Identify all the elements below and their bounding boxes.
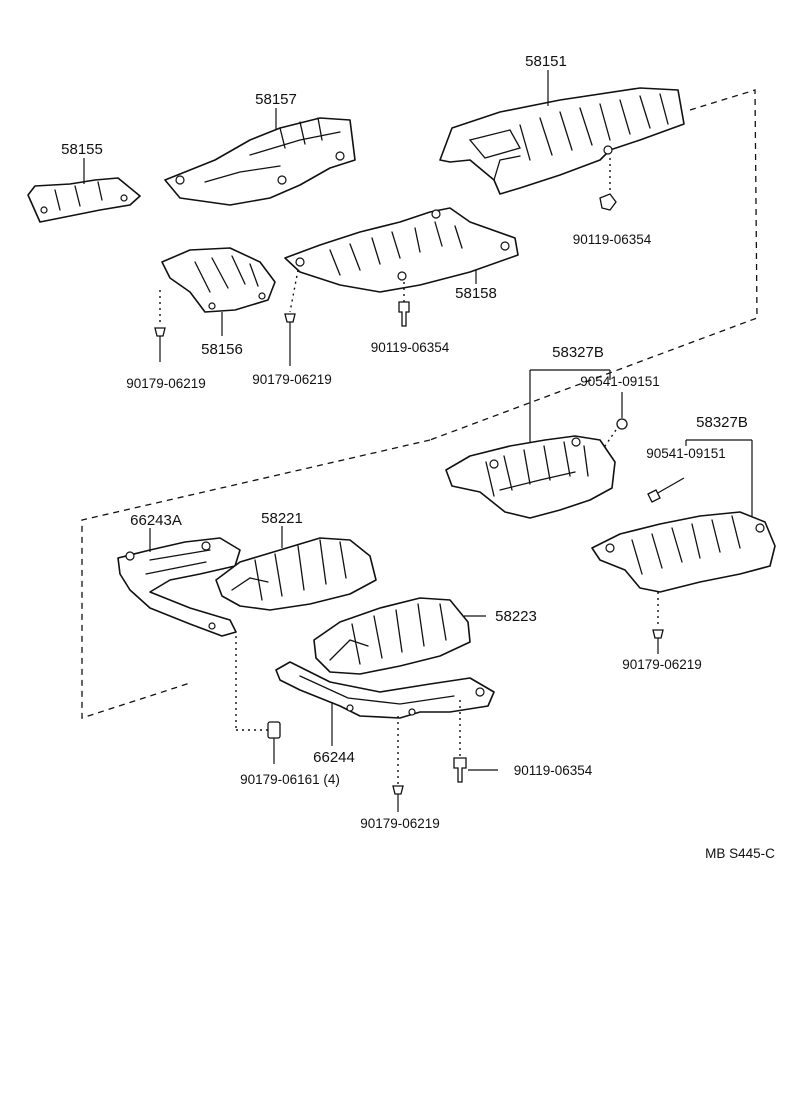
label-58327B-lower: 58327B	[696, 414, 748, 431]
bolt-90119-06354-bottom[interactable]	[453, 757, 467, 783]
label-90179-06219-left: 90179-06219	[126, 376, 206, 391]
part-58156-heat-insulator[interactable]	[161, 247, 276, 313]
clip-90179-06219-right[interactable]	[652, 629, 664, 654]
label-90179-06219-right: 90179-06219	[622, 657, 702, 672]
label-90179-06219-mid: 90179-06219	[252, 372, 332, 387]
part-58221-heat-insulator[interactable]	[215, 537, 377, 611]
nut-90179-06161[interactable]	[267, 721, 281, 764]
label-58155: 58155	[61, 141, 103, 158]
clip-90179-06219-left[interactable]	[154, 327, 166, 362]
label-90119-06354-center: 90119-06354	[371, 340, 450, 355]
label-58157: 58157	[255, 91, 297, 108]
label-90119-06354-upper: 90119-06354	[573, 232, 652, 247]
part-58223-heat-insulator[interactable]	[313, 597, 471, 675]
label-90119-06354-bottom: 90119-06354	[514, 763, 593, 778]
label-58156: 58156	[201, 341, 243, 358]
clip-90179-06219-mid[interactable]	[284, 313, 296, 366]
part-58158-heat-insulator[interactable]	[284, 207, 519, 293]
label-58221: 58221	[261, 510, 303, 527]
part-58151-heat-insulator[interactable]	[439, 87, 685, 195]
label-90541-09151-lower: 90541-09151	[646, 446, 726, 461]
label-90541-09151-upper: 90541-09151	[580, 374, 660, 389]
bolt-90119-06354-upper[interactable]	[599, 193, 617, 211]
label-90179-06219-bottom: 90179-06219	[360, 816, 440, 831]
part-58157-heat-insulator[interactable]	[164, 117, 356, 206]
part-66243A-bracket[interactable]	[117, 537, 241, 637]
clip-90541-09151-lower[interactable]	[647, 489, 661, 503]
part-58327B-heat-insulator-lower[interactable]	[591, 511, 776, 593]
reference-code: MB S445-C	[705, 846, 775, 861]
part-58327B-heat-insulator-upper[interactable]	[445, 435, 616, 519]
label-58223: 58223	[495, 608, 537, 625]
assembly-boundary	[81, 89, 758, 719]
part-66244-bracket[interactable]	[275, 661, 495, 719]
clip-90541-09151-upper[interactable]	[616, 418, 628, 430]
label-58158: 58158	[455, 285, 497, 302]
label-58151: 58151	[525, 53, 567, 70]
bolt-90119-06354-center[interactable]	[398, 301, 410, 327]
part-58155-heat-insulator[interactable]	[27, 177, 141, 223]
label-58327B-upper: 58327B	[552, 344, 604, 361]
clip-90179-06219-bottom[interactable]	[392, 785, 404, 812]
label-66243A: 66243A	[130, 512, 182, 529]
label-66244: 66244	[313, 749, 355, 766]
label-90179-06161: 90179-06161 (4)	[240, 772, 340, 787]
